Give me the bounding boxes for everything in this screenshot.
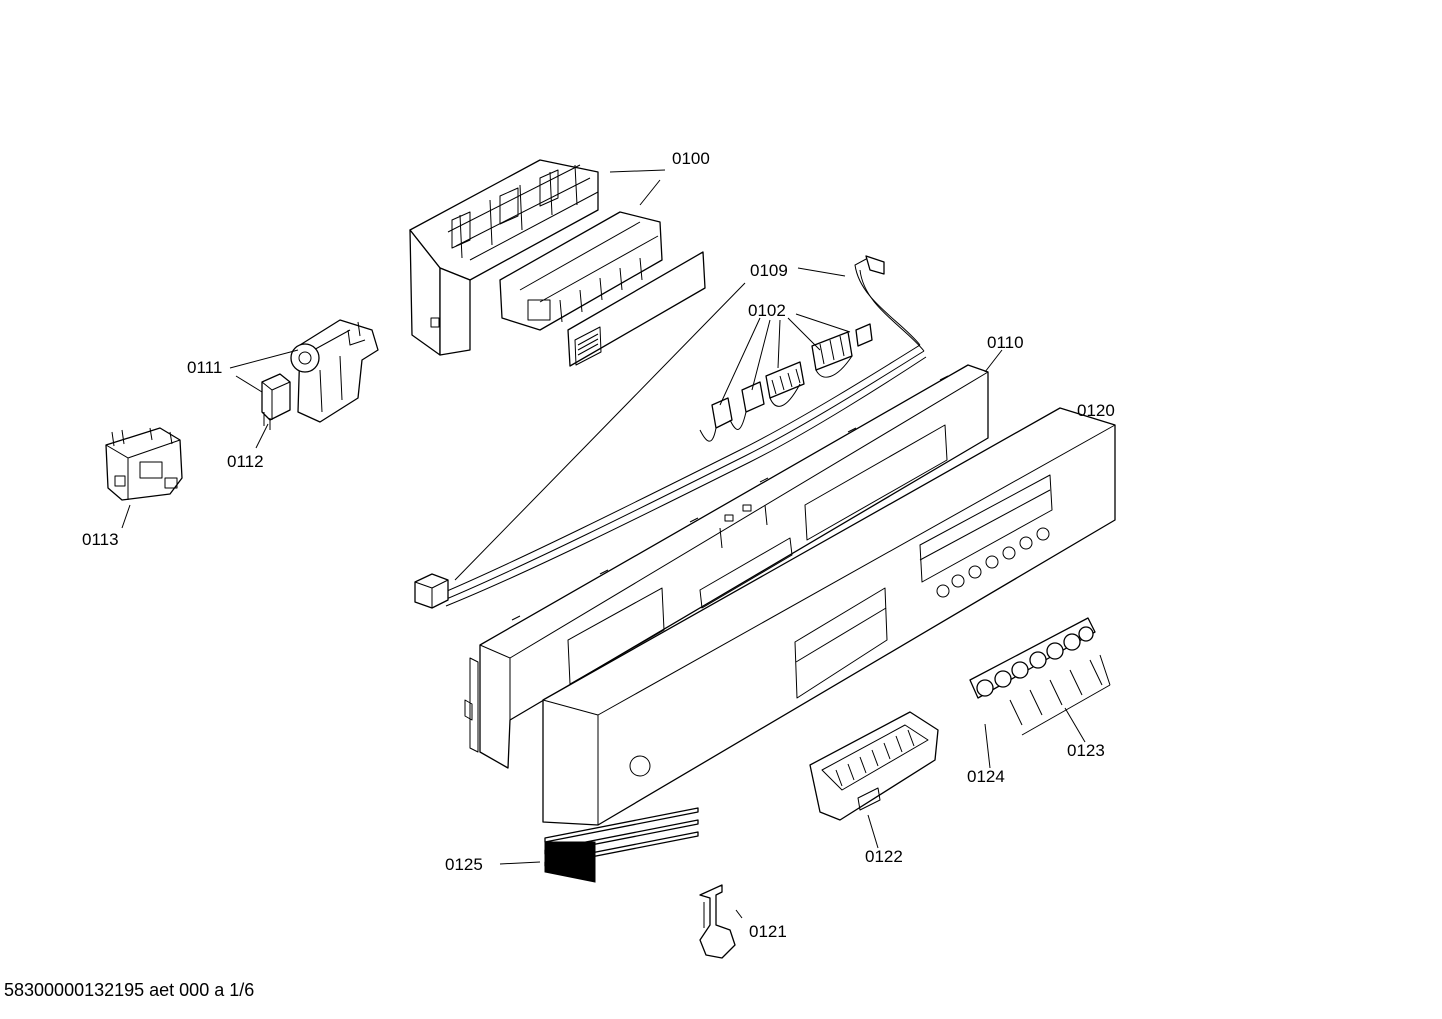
part-labels: 0100 0109 0102 0110 0120 0111 0112 0113 … bbox=[82, 149, 1115, 941]
label-0112: 0112 bbox=[227, 452, 264, 471]
part-0122-handle bbox=[809, 711, 939, 821]
label-0102: 0102 bbox=[748, 301, 786, 320]
label-0100: 0100 bbox=[672, 149, 710, 168]
label-0122: 0122 bbox=[865, 847, 903, 866]
part-0110-frame bbox=[464, 364, 989, 769]
label-0113: 0113 bbox=[82, 530, 119, 549]
leader-lines bbox=[121, 169, 1086, 919]
part-0113-relay-block bbox=[105, 427, 183, 501]
part-0100-control-module bbox=[409, 159, 706, 367]
label-0121: 0121 bbox=[749, 922, 787, 941]
part-0112-valve bbox=[261, 373, 291, 430]
label-0110: 0110 bbox=[987, 333, 1024, 352]
label-0123: 0123 bbox=[1067, 741, 1105, 760]
label-0109: 0109 bbox=[750, 261, 788, 280]
part-0121-clip bbox=[699, 884, 736, 959]
part-0111-pressure-switch bbox=[290, 319, 379, 423]
part-0125-foam-strips bbox=[544, 807, 699, 883]
label-0120: 0120 bbox=[1077, 401, 1115, 420]
label-0111: 0111 bbox=[187, 358, 222, 377]
part-0123-button-strip bbox=[969, 617, 1111, 736]
part-0109-wiring-harness bbox=[414, 255, 927, 609]
part-0120-facia-panel bbox=[542, 407, 1116, 826]
document-footer: 58300000132195 aet 000 a 1/6 bbox=[4, 980, 255, 1000]
part-0102-connectors bbox=[699, 323, 873, 442]
label-0125: 0125 bbox=[445, 855, 483, 874]
label-0124: 0124 bbox=[967, 767, 1005, 786]
